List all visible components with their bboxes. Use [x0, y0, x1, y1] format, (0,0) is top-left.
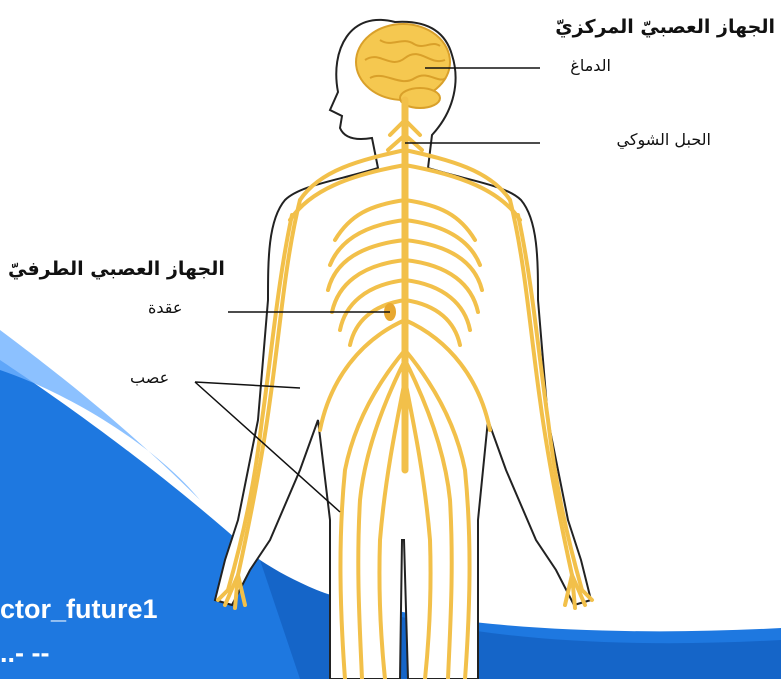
watermark-text: ctor_future1: [0, 594, 158, 625]
central-nervous-system-title: الجهاز العصبيّ المركزيّ: [555, 16, 775, 38]
ganglion-label: عقدة: [148, 298, 182, 317]
nerve-label: عصب: [130, 368, 169, 387]
spinal-cord-label: الحبل الشوكي: [617, 130, 712, 149]
peripheral-nervous-system-title: الجهاز العصبي الطرفيّ: [8, 258, 225, 280]
watermark-text-2: ..- --: [0, 638, 49, 669]
brain-label: الدماغ: [570, 56, 611, 75]
